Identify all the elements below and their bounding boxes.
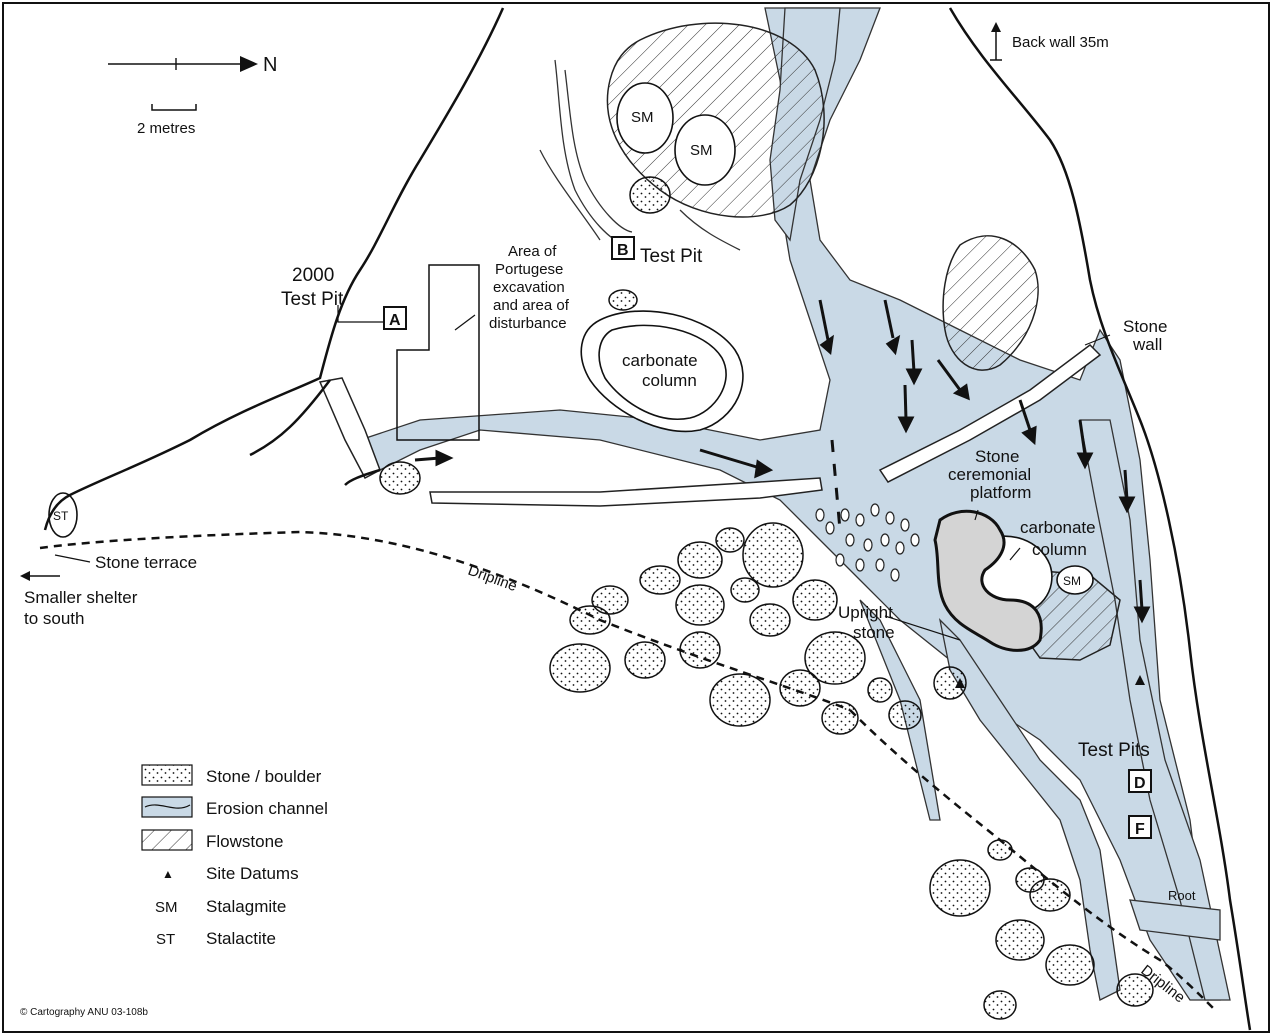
lower-channel	[938, 618, 1121, 1001]
pit-d-letter: D	[1134, 775, 1146, 792]
pit-f-box	[1128, 815, 1152, 839]
site-datums	[955, 675, 1145, 688]
pit-b-letter: B	[617, 242, 629, 259]
carbonate-column-1-inner	[598, 324, 727, 420]
platform-line2: ceremonial	[948, 465, 1031, 484]
carbonate-column-2-line2: column	[1032, 540, 1087, 559]
scale-label: 2 metres	[137, 120, 195, 137]
legend-flowstone-label: Flowstone	[206, 832, 283, 851]
carbonate-column-1-line2: column	[642, 371, 697, 390]
left-wall-lower	[249, 379, 381, 486]
shelter-line1: Smaller shelter	[24, 588, 138, 607]
test-pit-2000-line2: Test Pit	[281, 289, 344, 310]
shelter-line2: to south	[24, 609, 85, 628]
platform-line1: Stone	[975, 447, 1019, 466]
pit-d-box	[1128, 769, 1152, 793]
test-pits-label: Test Pits	[1078, 740, 1150, 761]
stalagmite-1	[616, 82, 674, 154]
pit-a-box	[383, 306, 407, 330]
portugese-line2: Portugese	[495, 261, 563, 278]
sm-label-1: SM	[631, 109, 654, 126]
stalagmite-3	[1056, 565, 1094, 595]
map-labels: 2000 Test Pit A B Test Pit Area of Portu…	[20, 109, 1196, 1006]
back-wall-label: Back wall 35m	[1012, 34, 1109, 51]
legend-st-label: Stalactite	[206, 929, 276, 948]
legend-stone-label: Stone / boulder	[206, 767, 322, 786]
root-channel	[1129, 899, 1221, 941]
portugese-excavation-area	[396, 264, 480, 441]
flow-arrows	[414, 299, 1151, 624]
arrow-left-icon	[20, 571, 30, 581]
sm-label-3: SM	[1063, 574, 1081, 588]
credit-line: © Cartography ANU 03-108b	[20, 1007, 148, 1018]
pit-f-letter: F	[1135, 821, 1145, 838]
root-label: Root	[1168, 888, 1196, 903]
legend-sm-label: Stalagmite	[206, 897, 286, 916]
stone-wall-left	[318, 377, 381, 480]
test-pit-2000-line1: 2000	[292, 265, 334, 286]
stone-wall-line2: wall	[1132, 335, 1162, 354]
flowstone-right	[942, 235, 1039, 371]
arrow-up-icon	[991, 22, 1001, 32]
upright-line2: stone	[853, 623, 895, 642]
test-pit-b-label: Test Pit	[640, 246, 703, 267]
dripline-upper	[39, 530, 851, 712]
pebble-cluster	[815, 503, 920, 582]
legend-stone-swatch	[141, 764, 193, 786]
portugese-leader	[454, 314, 476, 331]
carbonate-column-1-line1: carbonate	[622, 351, 698, 370]
right-side-channel	[1079, 419, 1231, 1001]
cave-walls	[43, 7, 1252, 1031]
scale-bar: 2 metres	[137, 104, 197, 137]
portugese-line5: disturbance	[489, 315, 567, 332]
legend: Stone / boulder Erosion channel Flowston…	[141, 764, 328, 948]
legend-st-abbr: ST	[156, 931, 175, 948]
north-label: N	[263, 54, 277, 76]
stone-walls	[318, 344, 1102, 507]
carbonate-column-2-line1: carbonate	[1020, 518, 1096, 537]
upright-line1: Upright	[838, 603, 893, 622]
right-cave-wall	[948, 7, 1252, 1031]
legend-erosion-label: Erosion channel	[206, 799, 328, 818]
stalagmite-2	[674, 114, 736, 186]
platform-line3: platform	[970, 483, 1031, 502]
sm-label-2: SM	[690, 142, 713, 159]
legend-flowstone-swatch	[141, 829, 193, 851]
north-arrow: N	[108, 54, 277, 76]
portugese-line4: and area of	[493, 297, 570, 314]
leader-lines	[54, 305, 1111, 641]
driplines	[39, 530, 1216, 1011]
pit-a-letter: A	[389, 312, 401, 329]
back-wall-marker: Back wall 35m	[990, 22, 1109, 61]
portugese-line1: Area of	[508, 243, 557, 260]
north-arrow-head-icon	[240, 56, 258, 72]
stone-wall-lower	[429, 477, 823, 507]
stone-terrace-label: Stone terrace	[95, 553, 197, 572]
legend-sm-abbr: SM	[155, 899, 178, 916]
st-label-1: ST	[53, 509, 69, 523]
stone-wall-line1: Stone	[1123, 317, 1167, 336]
formations	[48, 82, 1094, 616]
stalactite-1	[48, 492, 78, 538]
pit-b-box	[611, 236, 635, 260]
dripline-label-1: Dripline	[466, 562, 520, 595]
dripline-lower	[849, 709, 1216, 1011]
legend-datum-label: Site Datums	[206, 864, 299, 883]
boulders	[379, 176, 1154, 1020]
centre-flow-dash	[830, 439, 842, 531]
portugese-line3: excavation	[493, 279, 565, 296]
left-cave-wall	[43, 7, 505, 531]
legend-datum-icon: ▲	[162, 867, 174, 881]
stone-ceremonial-platform	[933, 509, 1043, 652]
left-channel	[859, 599, 941, 821]
stone-wall-right	[878, 344, 1102, 483]
upper-erosion-lines	[539, 59, 741, 251]
